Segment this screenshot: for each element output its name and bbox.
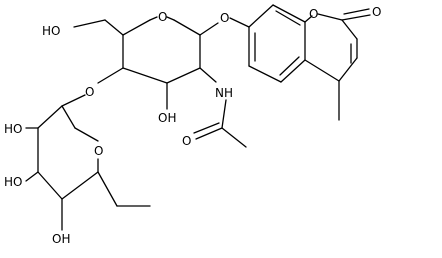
- bond: [166, 67, 201, 84]
- bond: [221, 127, 247, 148]
- bond: [341, 14, 371, 21]
- lactone-ring-oxygen: O: [309, 7, 318, 21]
- bond: [122, 19, 151, 36]
- fucose-oh-label: OH: [52, 232, 70, 246]
- bond: [199, 22, 219, 36]
- bond: [97, 171, 118, 207]
- bond: [37, 105, 63, 129]
- bond: [61, 171, 99, 200]
- bond: [195, 127, 223, 140]
- bond: [341, 19, 358, 40]
- ho-ch2-label: HO: [42, 24, 60, 38]
- bond: [25, 171, 39, 182]
- bond: [248, 65, 282, 83]
- bonds: [25, 4, 371, 231]
- aryl-ether-oxygen: O: [220, 11, 229, 25]
- bond: [221, 99, 227, 129]
- bond: [343, 8, 370, 15]
- bond: [61, 105, 76, 129]
- bond: [37, 171, 63, 200]
- bond: [122, 67, 168, 84]
- bond: [338, 57, 358, 82]
- bond: [73, 19, 106, 28]
- bond: [272, 4, 306, 23]
- nh-label: NH: [215, 86, 233, 100]
- bond: [279, 56, 300, 76]
- bond: [229, 17, 250, 28]
- fucosyl-ether-oxygen: O: [85, 85, 94, 99]
- c3-hydroxyl-label: OH: [158, 111, 176, 125]
- bond: [275, 10, 301, 26]
- glucose-ring-oxygen: O: [158, 10, 167, 24]
- bond: [280, 59, 306, 83]
- bond: [74, 127, 99, 142]
- bond: [104, 19, 124, 36]
- bond: [149, 16, 158, 21]
- bond: [304, 59, 340, 82]
- atom-labels: HO O O O O O OH NH O HO O HO OH: [4, 5, 381, 246]
- bond: [199, 67, 217, 83]
- fucose-ho-label-1: HO: [4, 122, 22, 136]
- bond: [304, 15, 313, 23]
- bond: [317, 13, 343, 21]
- fucose-ho-label-2: HO: [4, 175, 22, 189]
- carbonyl-oxygen: O: [372, 5, 381, 19]
- bond: [61, 94, 86, 107]
- bond: [193, 122, 220, 134]
- amide-oxygen: O: [182, 134, 191, 148]
- fucose-ring-oxygen: O: [94, 144, 103, 158]
- bond: [97, 67, 124, 84]
- bond: [173, 19, 201, 36]
- bond: [248, 4, 274, 28]
- bond: [166, 16, 175, 21]
